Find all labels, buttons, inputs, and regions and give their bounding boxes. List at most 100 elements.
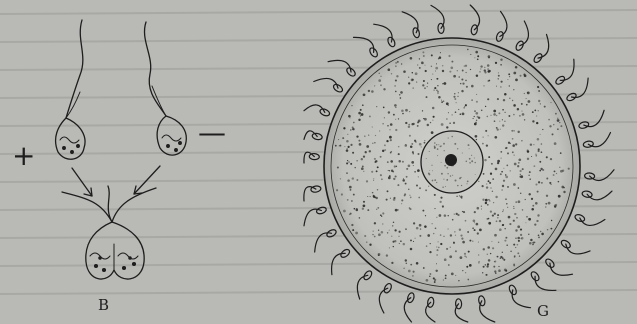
granule [549,182,551,184]
granule [395,62,397,64]
granule [557,118,558,119]
granule [516,217,518,219]
granule [393,178,395,180]
granule [441,123,444,126]
granule [487,254,488,255]
nucleus-granule [434,147,436,149]
granule [475,135,478,138]
granule [449,255,452,258]
granule [478,254,479,255]
granule [523,74,525,76]
granule [446,102,449,105]
granule [561,186,564,189]
granule [517,108,519,110]
granule [380,76,381,77]
granule [479,71,480,72]
granule [394,229,396,231]
granule [412,79,414,81]
granule [482,199,484,201]
granule [528,193,530,195]
granule [460,83,461,84]
granule [398,236,399,237]
granule [450,247,451,248]
sperm-tail [588,133,610,147]
granule [471,85,474,88]
granule [497,128,499,130]
granule [468,251,470,253]
granule [497,98,499,100]
granule [388,68,391,71]
granule [389,136,392,139]
granule [432,107,435,110]
granule [482,143,484,145]
granule [498,112,500,114]
granule [499,220,501,222]
granule [500,258,501,259]
sperm [304,152,320,163]
sperm [470,5,479,35]
granule [419,143,422,146]
granule [524,93,525,94]
granule [492,178,494,180]
granule [500,64,502,66]
granule [513,130,514,131]
granule [406,168,408,170]
granule [361,167,364,170]
granule [464,106,465,107]
granule [412,87,413,88]
granule [406,176,408,178]
granule [462,241,465,244]
granule [540,134,541,135]
granule [399,231,401,233]
granule [372,234,373,235]
granule [404,193,406,195]
granule [396,75,398,77]
granule [429,251,431,253]
granule [453,242,455,244]
sperm-tail [584,110,604,126]
granule [383,107,385,109]
nucleus-granule [442,186,443,187]
granule [489,182,491,184]
granule [513,263,515,265]
granule [384,149,386,151]
granule [505,270,507,272]
nucleus-granule [432,180,434,182]
granule [514,213,516,215]
granule [395,119,396,120]
granule [488,222,491,225]
granule [461,198,462,199]
granule [417,169,420,172]
granule [474,211,476,213]
granule [419,224,422,227]
granule [431,79,432,80]
granule [461,238,463,240]
granule [518,200,521,203]
granule [500,129,501,130]
granule [528,175,529,176]
granule [488,156,490,158]
granule [438,247,440,249]
granule [500,151,502,153]
granule [409,111,410,112]
granule [405,144,406,145]
sperm [304,131,323,141]
sperm [314,78,344,93]
granule [474,110,476,112]
granule [453,96,455,98]
granule [502,119,503,120]
granule [483,248,485,250]
nucleus-granule [440,146,442,148]
granule [386,140,388,142]
granule [537,214,539,216]
granule [520,229,522,231]
granule [427,124,429,126]
granule [503,224,504,225]
granule [487,70,490,73]
sperm [582,190,612,200]
granule [381,231,384,234]
granule [482,185,484,187]
granule [372,126,373,127]
granule [532,205,534,207]
granule [350,144,352,146]
